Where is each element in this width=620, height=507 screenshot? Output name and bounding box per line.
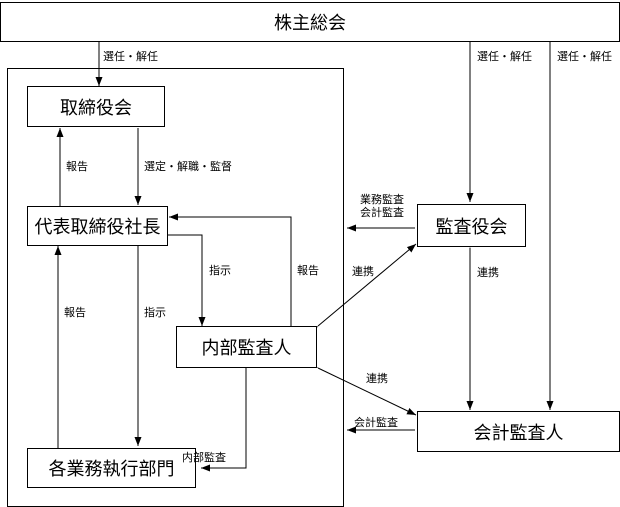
- business-departments-box: 各業務執行部門: [27, 448, 196, 488]
- president-label: 代表取締役社長: [34, 217, 161, 238]
- arrow-instruct-internal: [167, 234, 206, 326]
- label-business-audit-line2: 会計監査: [360, 206, 404, 219]
- board-of-directors-box: 取締役会: [27, 86, 165, 127]
- label-business-audit: 業務監査 会計監査: [354, 193, 410, 219]
- arrow-cooperate-3: [308, 360, 417, 416]
- label-report-internal: 報告: [297, 264, 319, 277]
- internal-auditor-box: 内部監査人: [176, 326, 317, 368]
- label-internal-audit-depts: 内部監査: [182, 451, 226, 464]
- shareholders-meeting-label: 株主総会: [274, 13, 346, 34]
- label-cooperate-1: 連携: [352, 265, 374, 278]
- board-of-auditors-label: 監査役会: [435, 216, 508, 238]
- label-select-supervise: 選定・解職・監督: [144, 160, 232, 173]
- accounting-auditor-label: 会計監査人: [473, 422, 564, 444]
- business-departments-label: 各業務執行部門: [48, 459, 175, 480]
- board-of-auditors-box: 監査役会: [417, 204, 526, 247]
- board-of-directors-label: 取締役会: [60, 97, 132, 119]
- label-cooperate-2: 連携: [477, 266, 499, 279]
- internal-auditor-label: 内部監査人: [201, 338, 292, 359]
- label-appoint-auditors: 選任・解任: [477, 50, 532, 63]
- arrow-internal-audit-depts: [201, 368, 247, 472]
- label-appoint-board: 選任・解任: [103, 50, 158, 63]
- label-cooperate-3: 連携: [366, 372, 388, 385]
- label-report-board: 報告: [66, 160, 88, 173]
- arrow-report-internal: [169, 213, 292, 326]
- arrow-cooperate-1: [308, 243, 417, 335]
- company-frame: [7, 68, 344, 507]
- accounting-auditor-box: 会計監査人: [417, 411, 620, 452]
- label-business-audit-line1: 業務監査: [360, 193, 404, 206]
- label-report-depts: 報告: [64, 306, 86, 319]
- label-instruct-depts: 指示: [144, 306, 166, 319]
- label-accounting-audit: 会計監査: [354, 416, 398, 429]
- president-box: 代表取締役社長: [27, 206, 168, 246]
- label-instruct-internal: 指示: [209, 264, 231, 277]
- shareholders-meeting-box: 株主総会: [0, 2, 620, 42]
- label-appoint-accounting: 選任・解任: [557, 50, 612, 63]
